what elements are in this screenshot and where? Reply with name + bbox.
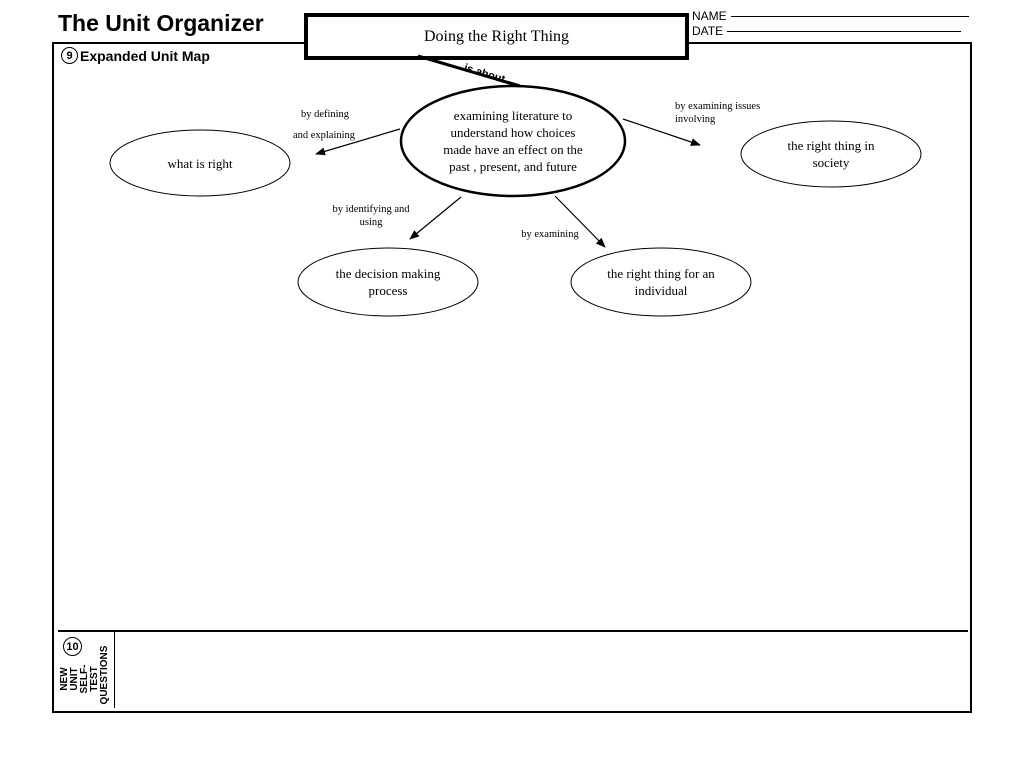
is-about-connector [417, 54, 521, 88]
society-node-shape [740, 120, 922, 188]
arrow-to-individual [554, 195, 606, 248]
name-label: NAME [692, 9, 727, 23]
page-title: The Unit Organizer [58, 10, 264, 36]
questions-label-line-4: QUESTIONS [99, 645, 110, 705]
decision-node-text: the decision making process [335, 266, 441, 298]
individual-node-shape [570, 247, 752, 317]
questions-divider [58, 630, 968, 632]
what-is-right-text: what is right [167, 156, 233, 171]
questions-label-line-3: SELF-TEST [79, 664, 100, 694]
central-node-text: examining literature to understand how c… [443, 108, 583, 174]
link-label-defining: by defining [300, 109, 350, 120]
date-label: DATE [692, 24, 724, 38]
date-line[interactable] [727, 30, 962, 32]
arrow-to-decision [409, 196, 462, 240]
link-label-explaining: and explaining [292, 130, 356, 141]
map-heading-label: Expanded Unit Map [80, 47, 210, 64]
what-is-right-shape [109, 129, 291, 197]
society-node-text: the right thing in society [787, 138, 875, 170]
unit-title-box: Doing the Right Thing [304, 13, 689, 60]
arrow-to-society [622, 118, 701, 146]
section-number-10: 10 [63, 637, 82, 656]
section-number-9: 9 [61, 47, 78, 64]
questions-writing-area[interactable] [118, 636, 964, 706]
arrow-to-what-is-right [315, 128, 401, 156]
individual-node-text: the right thing for an individual [607, 266, 715, 298]
link-label-identifying: by identifying and using [332, 204, 410, 228]
name-line[interactable] [730, 15, 969, 17]
link-label-examining: by examining [521, 229, 579, 240]
date-field[interactable]: DATE [692, 24, 962, 38]
name-field[interactable]: NAME [692, 9, 969, 23]
map-heading: 9 Expanded Unit Map [61, 47, 210, 64]
questions-label-divider [114, 632, 115, 708]
central-node-shape [399, 84, 627, 198]
questions-label: NEW UNIT SELF-TEST [59, 655, 100, 703]
link-label-examining-issues: by examining issues involving [675, 101, 761, 125]
unit-title: Doing the Right Thing [423, 27, 570, 45]
decision-node-shape [297, 247, 479, 317]
